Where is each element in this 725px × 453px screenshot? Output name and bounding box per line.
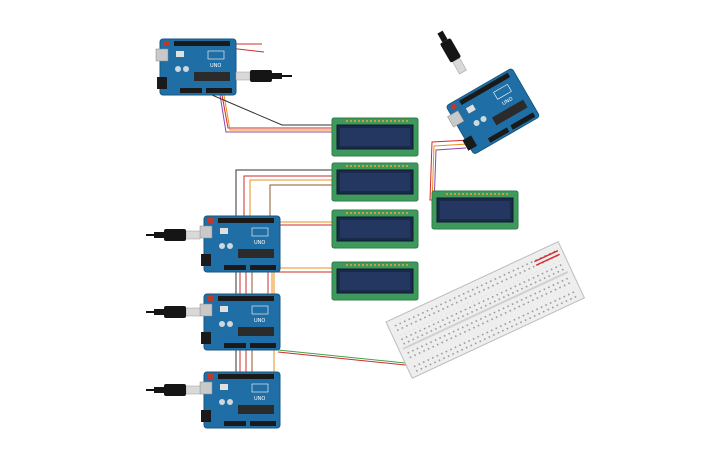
breadboard[interactable]	[385, 241, 586, 379]
wire-l1-red	[243, 175, 332, 216]
wire-top-black	[211, 94, 332, 126]
wire-l3-red	[267, 271, 332, 296]
arduino-tilted[interactable]	[442, 67, 541, 157]
lcd-module-icon	[331, 209, 419, 249]
arduino-left-3[interactable]	[199, 371, 281, 429]
lcd-module-icon	[331, 261, 419, 301]
lcd-module-icon	[431, 190, 519, 230]
usb-cable-icon	[153, 383, 201, 397]
wire-top-orange	[223, 94, 332, 131]
lcd-3[interactable]	[331, 209, 419, 249]
lcd-module-icon	[331, 117, 419, 157]
usb-cable-icon	[434, 28, 469, 76]
usb-cable-left-2[interactable]	[146, 305, 201, 319]
usb-cable-left-3[interactable]	[146, 383, 201, 397]
wire-l1-black	[235, 169, 332, 216]
arduino-board-icon	[442, 67, 541, 157]
lcd-module-icon	[331, 162, 419, 202]
wire-top-red	[221, 94, 332, 129]
wire-bb-red	[277, 351, 426, 368]
lcd-5[interactable]	[431, 190, 519, 230]
arduino-board-icon	[199, 293, 281, 351]
usb-cable-icon	[153, 228, 201, 242]
usb-cable-top[interactable]	[235, 69, 292, 83]
wire-l1-brown	[269, 184, 332, 216]
breadboard-rail-red	[534, 249, 559, 263]
usb-cable-tilted[interactable]	[434, 28, 469, 76]
lcd-4[interactable]	[331, 261, 419, 301]
wire-top-purple	[219, 94, 332, 133]
usb-cable-left-1[interactable]	[146, 228, 201, 242]
arduino-board-icon	[199, 371, 281, 429]
usb-cable-icon	[153, 305, 201, 319]
breadboard-rail-red-2	[535, 253, 560, 266]
lcd-1[interactable]	[331, 117, 419, 157]
arduino-board-icon	[155, 38, 237, 96]
arduino-left-2[interactable]	[199, 293, 281, 351]
usb-cable-icon	[235, 69, 283, 83]
arduino-left-1[interactable]	[199, 215, 281, 273]
wire-l1-orange	[249, 179, 332, 216]
lcd-2[interactable]	[331, 162, 419, 202]
wire-bb-green	[277, 349, 426, 366]
arduino-top[interactable]	[155, 38, 237, 96]
arduino-board-icon	[199, 215, 281, 273]
